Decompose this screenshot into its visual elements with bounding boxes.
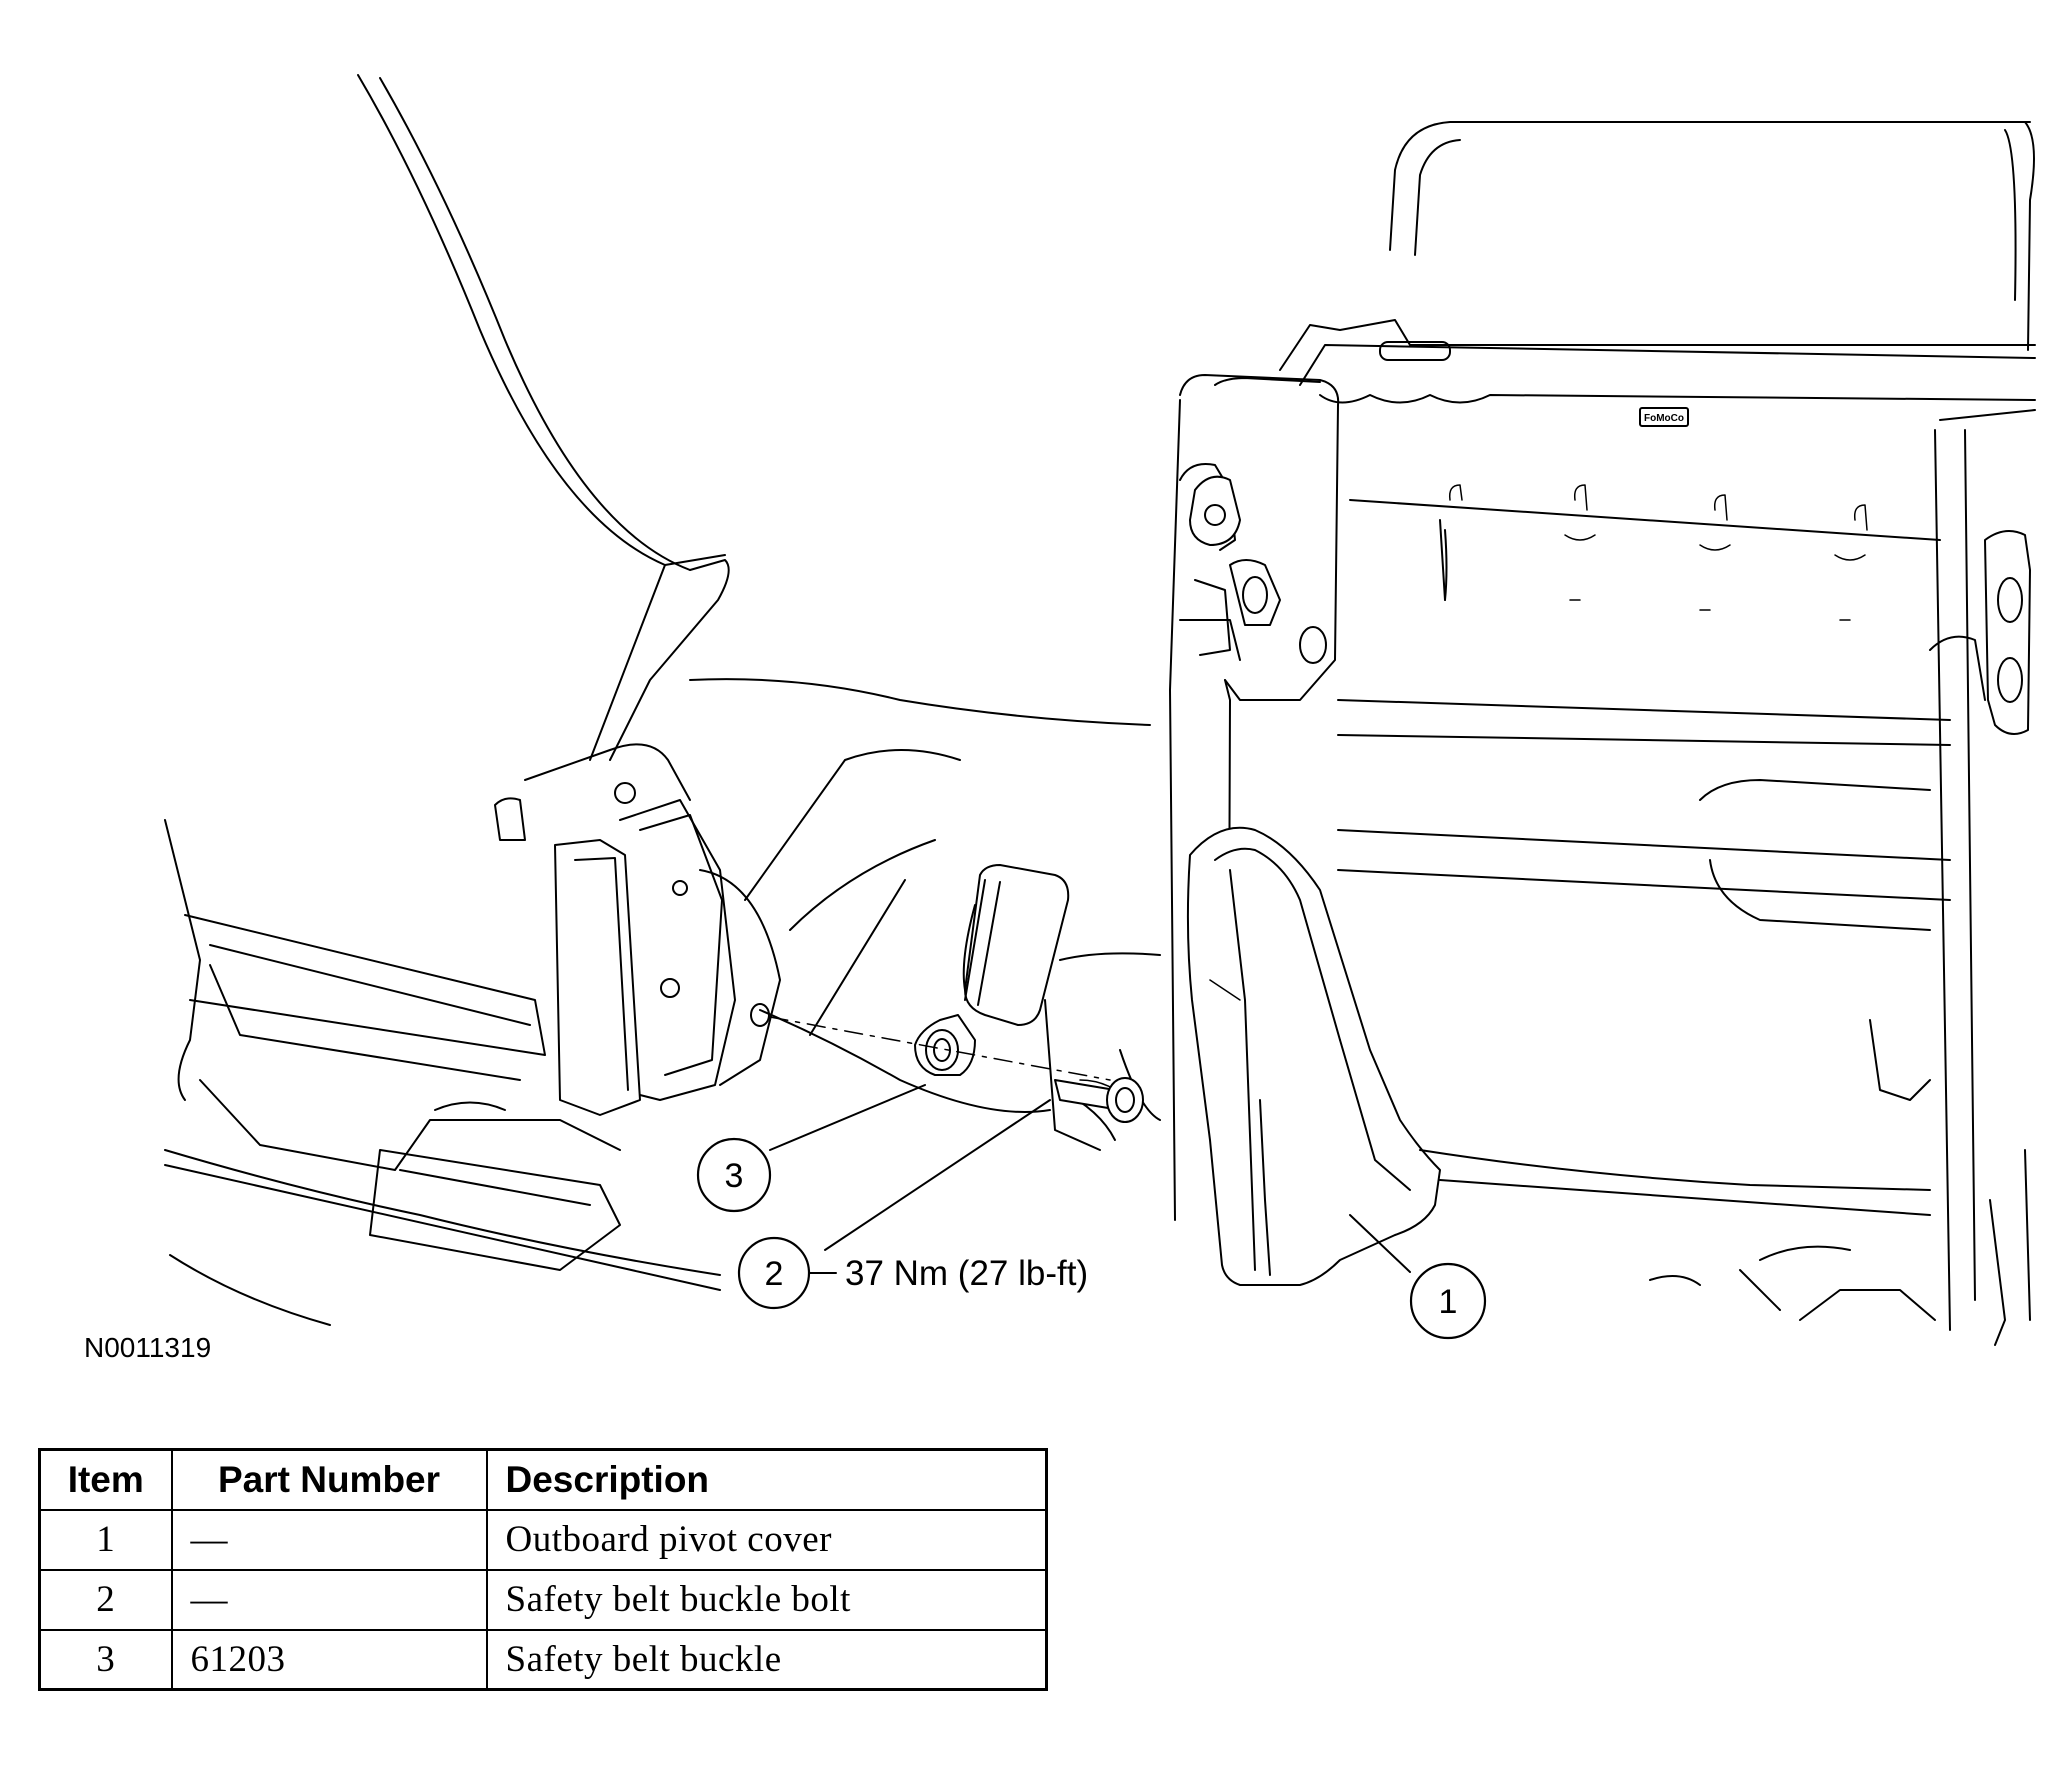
row-part-number: — <box>170 1568 488 1631</box>
table-row: 2 — Safety belt buckle bolt <box>38 1568 1048 1631</box>
callout-2: 2 37 Nm (27 lb-ft) <box>737 1236 1088 1310</box>
row-description: Safety belt buckle <box>485 1628 1048 1691</box>
callout-3-number: 3 <box>725 1157 744 1195</box>
row-description: Outboard pivot cover <box>485 1508 1048 1571</box>
fomoco-logo: FoMoCo <box>1639 407 1689 427</box>
header-part-number: Part Number <box>170 1448 488 1511</box>
callout-3: 3 <box>696 1137 772 1213</box>
svg-text:FoMoCo: FoMoCo <box>1644 413 1684 424</box>
left-hinge-bracket <box>494 782 781 1116</box>
right-seat-pivot-tower <box>1169 374 1951 1221</box>
left-seat-back <box>357 74 730 801</box>
row-part-number: — <box>170 1508 488 1571</box>
right-seat-latch <box>1419 530 2031 1346</box>
outboard-pivot-cover <box>1186 826 1441 1286</box>
row-description: Safety belt buckle bolt <box>485 1568 1048 1631</box>
row-part-number: 61203 <box>170 1628 488 1691</box>
leader-lines <box>769 1084 1411 1274</box>
callout-1-number: 1 <box>1439 1283 1458 1321</box>
right-seat-back <box>1279 121 2036 1331</box>
torque-spec-label: 37 Nm (27 lb-ft) <box>845 1254 1088 1293</box>
row-item: 3 <box>38 1628 173 1691</box>
row-item: 1 <box>38 1508 173 1571</box>
header-description: Description <box>485 1448 1048 1511</box>
table-row: 1 — Outboard pivot cover <box>38 1508 1048 1571</box>
buckle-bolt <box>750 1003 1144 1123</box>
callout-2-number: 2 <box>765 1255 784 1293</box>
callout-1: 1 <box>1409 1262 1487 1340</box>
seat-floor-pan <box>689 678 1161 1151</box>
figure-id: N0011319 <box>84 1332 211 1363</box>
table-header-row: Item Part Number Description <box>38 1448 1048 1511</box>
table-row: 3 61203 Safety belt buckle <box>38 1628 1048 1691</box>
seat-illustration: FoMoCo 3 2 37 Nm (27 lb-ft) 1 N0011319 <box>84 74 2036 1363</box>
parts-table: Item Part Number Description 1 — Outboar… <box>38 1448 1048 1691</box>
left-seat-cushion <box>164 819 721 1326</box>
row-item: 2 <box>38 1568 173 1631</box>
safety-belt-buckle <box>914 864 1070 1076</box>
header-item: Item <box>38 1448 173 1511</box>
